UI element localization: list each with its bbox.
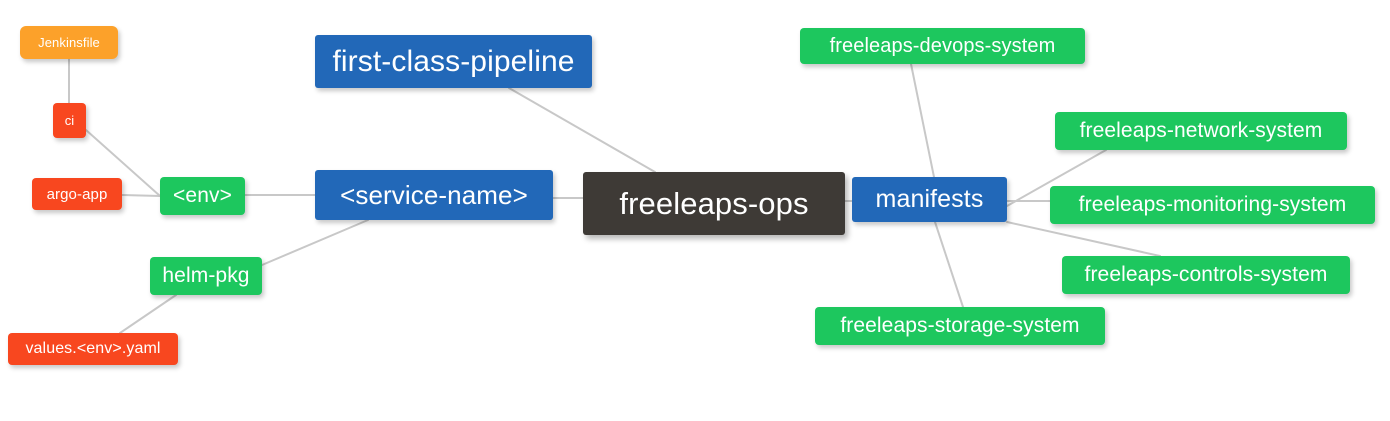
mindmap-node-label: freeleaps-controls-system <box>1084 263 1328 286</box>
mindmap-node-label: freeleaps-ops <box>619 185 809 221</box>
edge-argo-app-to-env <box>121 194 161 197</box>
mindmap-node-label: freeleaps-storage-system <box>840 314 1080 337</box>
mindmap-node-manifests[interactable]: manifests <box>852 177 1007 222</box>
mindmap-node-label: helm-pkg <box>162 264 250 287</box>
mindmap-node-env[interactable]: <env> <box>160 177 245 215</box>
mindmap-node-jenkinsfile[interactable]: Jenkinsfile <box>20 26 118 59</box>
mindmap-node-freeleaps-monitoring-system[interactable]: freeleaps-monitoring-system <box>1050 186 1375 224</box>
mindmap-node-label: ci <box>64 113 75 128</box>
mindmap-node-label: <env> <box>173 184 232 207</box>
edge-values-yaml-to-helm-pkg <box>119 294 177 334</box>
mindmap-node-freeleaps-controls-system[interactable]: freeleaps-controls-system <box>1062 256 1350 294</box>
edge-manifests-to-freeleaps-controls-system <box>1006 221 1161 257</box>
mindmap-node-freeleaps-network-system[interactable]: freeleaps-network-system <box>1055 112 1347 150</box>
mindmap-node-helm-pkg[interactable]: helm-pkg <box>150 257 262 295</box>
mindmap-node-label: freeleaps-monitoring-system <box>1078 193 1347 216</box>
mindmap-node-argo-app[interactable]: argo-app <box>32 178 122 210</box>
mindmap-node-label: freeleaps-devops-system <box>829 34 1056 57</box>
mindmap-node-freeleaps-devops-system[interactable]: freeleaps-devops-system <box>800 28 1085 64</box>
mindmap-node-freeleaps-ops[interactable]: freeleaps-ops <box>583 172 845 235</box>
mindmap-node-label: Jenkinsfile <box>38 35 100 50</box>
mindmap-node-service-name[interactable]: <service-name> <box>315 170 553 220</box>
mindmap-node-label: manifests <box>875 185 984 213</box>
edge-first-class-pipeline-to-freeleaps-ops <box>508 87 656 173</box>
mindmap-node-label: argo-app <box>46 185 108 203</box>
mindmap-node-label: freeleaps-network-system <box>1079 119 1323 142</box>
edge-helm-pkg-to-service-name <box>261 219 369 266</box>
mindmap-node-first-class-pipeline[interactable]: first-class-pipeline <box>315 35 592 88</box>
mindmap-node-label: <service-name> <box>340 179 528 210</box>
mindmap-node-label: first-class-pipeline <box>332 44 575 78</box>
mindmap-node-ci[interactable]: ci <box>53 103 86 138</box>
edge-manifests-to-freeleaps-storage-system <box>934 221 964 308</box>
edge-manifests-to-freeleaps-devops-system <box>910 63 935 178</box>
mindmap-node-freeleaps-storage-system[interactable]: freeleaps-storage-system <box>815 307 1105 345</box>
mindmap-node-label: values.<env>.yaml <box>25 340 161 357</box>
mindmap-node-values-yaml[interactable]: values.<env>.yaml <box>8 333 178 365</box>
